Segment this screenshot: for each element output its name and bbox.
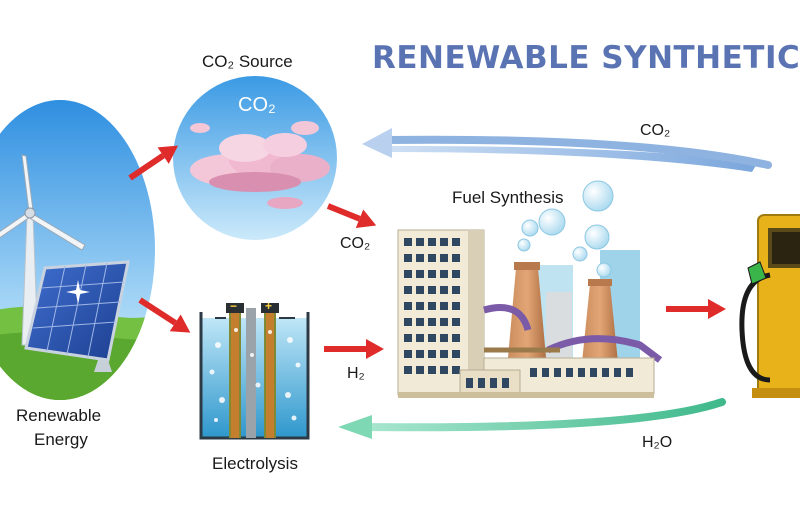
sparkle-icon xyxy=(66,280,90,304)
co2-to-synthesis-label: CO₂ xyxy=(340,235,371,252)
fuel-synthesis-factory-graphic xyxy=(397,180,663,398)
flow-arrows-red xyxy=(128,145,726,359)
co2-source-label: CO₂ Source xyxy=(202,52,293,71)
electrolysis-label: Electrolysis xyxy=(212,454,298,473)
renewable-energy-graphic xyxy=(0,100,155,400)
arrow-synthesis-to-fuel xyxy=(666,299,726,319)
arrow-renewable-to-co2 xyxy=(128,145,179,181)
co2-return-label: CO₂ xyxy=(640,122,671,139)
electrode-minus-sign: − xyxy=(230,299,238,313)
fuel-pump-graphic xyxy=(739,214,800,398)
solar-panel-icon xyxy=(24,260,130,372)
page-title: RENEWABLE SYNTHETIC FU xyxy=(372,40,800,76)
co2-source-graphic xyxy=(173,76,337,240)
fuel-synthesis-label: Fuel Synthesis xyxy=(452,188,564,207)
electrode-plus-sign: + xyxy=(265,299,273,313)
arrow-h2-to-synthesis xyxy=(324,339,384,359)
h2-label: H₂ xyxy=(347,365,365,382)
cloud-co2-label: CO₂ xyxy=(238,94,276,116)
cloud-icon xyxy=(190,121,330,209)
arrow-co2-return xyxy=(362,128,772,172)
renewable-energy-label-line2: Energy xyxy=(34,430,88,449)
renewable-energy-label-line1: Renewable xyxy=(16,406,102,425)
arrow-h2o-return xyxy=(338,398,726,439)
h2o-return-label: H₂O xyxy=(642,434,673,451)
electrolysis-graphic xyxy=(199,303,310,440)
arrow-co2-to-synthesis xyxy=(326,203,377,229)
steam-bubbles xyxy=(517,180,614,278)
arrow-renewable-to-electrolysis xyxy=(138,297,191,333)
